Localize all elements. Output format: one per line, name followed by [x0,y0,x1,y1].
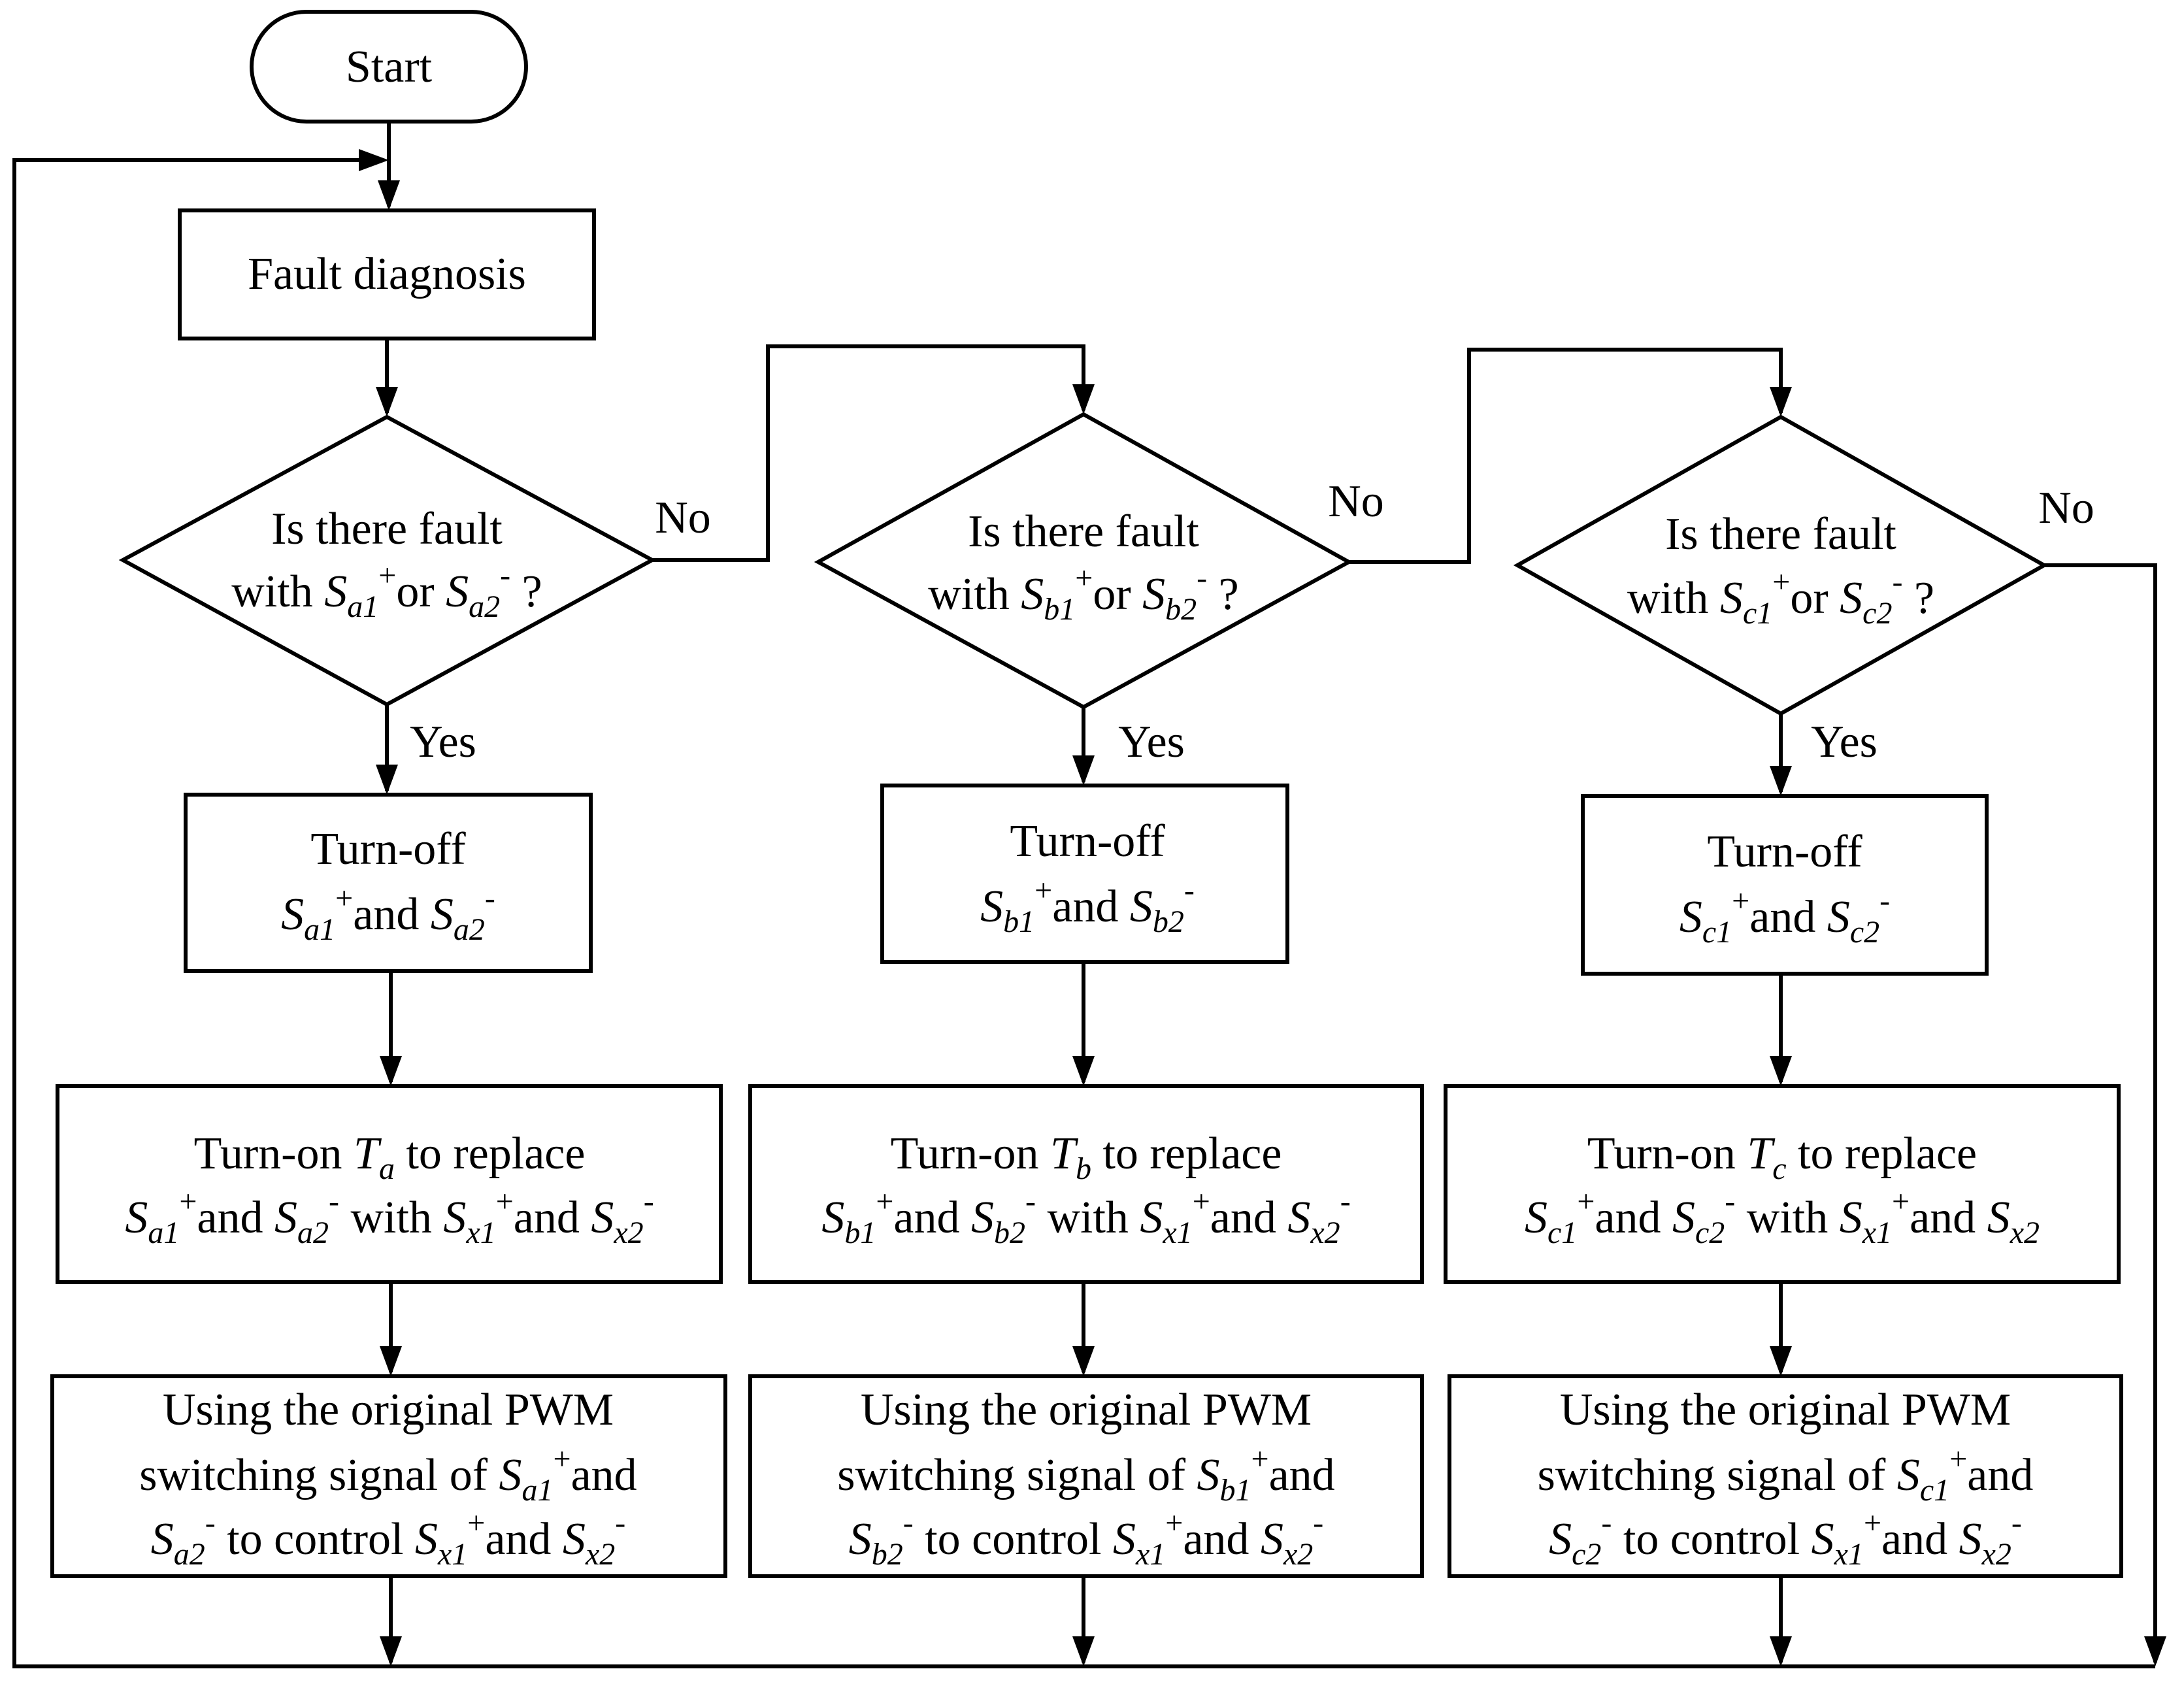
connector-b-no-to-c [1349,348,1783,564]
turn-off-b-line2: Sb1+and Sb2- [980,873,1195,939]
using-pwm-a-box [50,1374,727,1578]
turn-off-b-box [880,784,1289,964]
using-pwm-a-line1: Using the original PWM [163,1385,614,1435]
turn-on-c-line1: Turn-on Tc to replace [1587,1129,1977,1186]
using-pwm-a-line2: switching signal of Sa1+and [139,1442,637,1508]
decision-c-yes-label: Yes [1811,717,1878,767]
decision-a-no-label: No [655,493,711,543]
turn-off-b-line1: Turn-off [1010,816,1165,867]
decision-a-line2: with Sa1+or Sa2- ? [231,558,542,624]
using-pwm-c-line1: Using the original PWM [1560,1385,2011,1435]
turn-on-b-box [748,1084,1424,1284]
decision-c-diamond [1513,414,2049,716]
turn-on-a-line1: Turn-on Ta to replace [194,1129,586,1186]
using-pwm-b-line3: Sb2- to control Sx1+and Sx2- [849,1506,1323,1572]
turn-on-a-box [56,1084,723,1284]
decision-a-line1: Is there fault [271,504,503,554]
turn-off-c-line2: Sc1+and Sc2- [1679,884,1890,950]
turn-off-c-box [1581,794,1989,976]
decision-b-diamond [814,412,1353,710]
turn-on-c-box [1444,1084,2121,1284]
decision-b-line2: with Sb1+or Sb2- ? [928,561,1238,627]
decision-c-line2: with Sc1+or Sc2- ? [1627,565,1934,631]
connector-c-no-to-loop [2044,563,2157,1662]
decision-b-yes-label: Yes [1118,717,1185,767]
using-pwm-c-line2: switching signal of Sc1+and [1538,1442,2034,1508]
using-pwm-c-line3: Sc2- to control Sx1+and Sx2- [1549,1506,2022,1572]
connectors [12,122,2166,1668]
connector-a-no-to-b [652,344,1085,562]
decision-c-no-label: No [2038,483,2094,533]
turn-off-a-line1: Turn-off [310,824,466,874]
turn-on-b-line1: Turn-on Tb to replace [891,1129,1282,1186]
start-label: Start [346,42,433,92]
phase-c: Is there fault with Sc1+or Sc2- ? No Yes… [1444,414,2123,1578]
using-pwm-c-box [1448,1374,2123,1578]
using-pwm-b-line2: switching signal of Sb1+and [837,1442,1334,1508]
decision-b-no-label: No [1328,476,1384,527]
connector-feedback-loop [12,158,2155,1668]
using-pwm-b-line1: Using the original PWM [861,1385,1312,1435]
turn-off-c-line1: Turn-off [1707,827,1862,877]
using-pwm-a-line3: Sa2- to control Sx1+and Sx2- [151,1506,625,1572]
fault-diagnosis-box [178,208,596,340]
turn-off-a-line2: Sa1+and Sa2- [281,881,495,947]
decision-a-diamond [118,414,657,707]
turn-on-b-line2: Sb1+and Sb2- with Sx1+and Sx2- [821,1184,1350,1250]
turn-on-c-line2: Sc1+and Sc2- with Sx1+and Sx2 [1525,1184,2040,1250]
fault-diagnosis-label: Fault diagnosis [248,249,526,299]
decision-c-line1: Is there fault [1665,509,1896,559]
decision-a-yes-label: Yes [410,717,476,767]
turn-on-a-line2: Sa1+and Sa2- with Sx1+and Sx2- [125,1184,654,1250]
decision-b-line1: Is there fault [968,506,1199,557]
phase-b: Is there fault with Sb1+or Sb2- ? No Yes… [748,412,1424,1578]
turn-off-a-box [184,793,593,973]
phase-a: Is there fault with Sa1+or Sa2- ? No Yes… [50,414,727,1578]
using-pwm-b-box [748,1374,1424,1578]
